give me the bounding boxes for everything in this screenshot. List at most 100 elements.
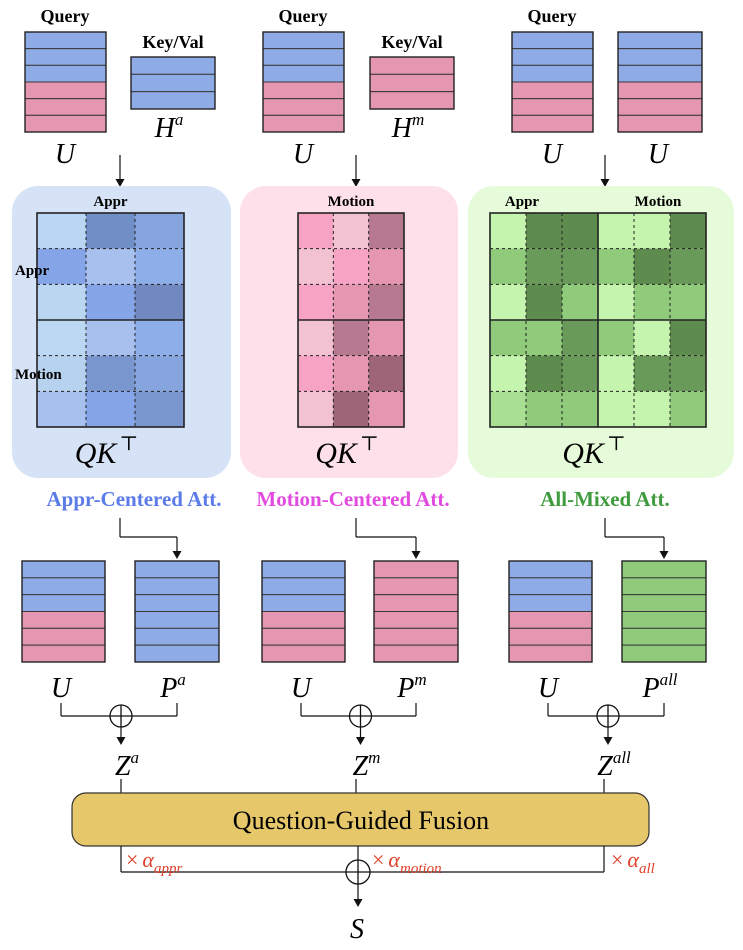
attention-cell — [526, 284, 562, 320]
attention-cell — [86, 391, 135, 427]
attention-cell — [598, 248, 634, 285]
u-label: U — [291, 673, 313, 704]
attention-cell — [333, 320, 369, 356]
u-matrix — [21, 560, 106, 663]
alpha-subscript: all — [639, 861, 655, 877]
attention-cell — [86, 284, 135, 320]
attention-cell — [562, 284, 598, 320]
query-matrix-row — [262, 114, 345, 133]
panel-title: All-Mixed Att. — [540, 487, 669, 511]
p-matrix-row — [373, 627, 459, 646]
query-matrix-row — [511, 81, 594, 100]
attention-matrix-all — [489, 212, 707, 428]
attention-cell — [333, 248, 369, 285]
panel-title: Appr-Centered Att. — [47, 487, 222, 511]
p-matrix-row — [134, 627, 220, 646]
transpose-sup: ⊤ — [607, 433, 626, 455]
query-matrix-row — [262, 48, 345, 66]
p-matrix-border — [373, 560, 459, 663]
key-val-matrix-border — [130, 56, 216, 110]
attention-cell — [368, 320, 404, 356]
h-label-sup: a — [175, 110, 184, 129]
attention-cell — [298, 391, 334, 427]
sum-arrow-head — [356, 737, 365, 745]
attention-cell — [368, 391, 404, 427]
query-matrix-row — [262, 31, 345, 50]
attention-cell — [333, 213, 369, 249]
attention-cell — [298, 213, 334, 249]
p-matrix — [373, 560, 459, 663]
p-label-sup: all — [660, 670, 678, 689]
attention-cell — [298, 284, 334, 320]
attention-cell — [634, 248, 670, 285]
output-label: S — [350, 914, 364, 945]
p-matrix-border — [134, 560, 220, 663]
key-val-matrix-row — [617, 81, 703, 100]
query-matrix-row — [262, 64, 345, 83]
transpose-sup: ⊤ — [360, 433, 379, 455]
z-label-base: Z — [353, 751, 369, 782]
u-matrix-row — [508, 594, 593, 613]
p-label-sup: m — [414, 670, 426, 689]
attention-cell — [37, 213, 86, 249]
key-val-matrix-row — [617, 48, 703, 66]
column-label: Motion — [328, 194, 375, 210]
p-label-base: P — [641, 673, 659, 704]
p-label: Pm — [396, 670, 426, 704]
attention-cell — [526, 213, 562, 249]
u-label: U — [538, 673, 560, 704]
u-matrix-border — [261, 560, 346, 663]
query-matrix — [511, 31, 594, 133]
alpha-weight: ×αall — [611, 847, 655, 877]
query-matrix-row — [511, 48, 594, 66]
attention-cell — [562, 248, 598, 285]
key-val-matrix-row — [617, 64, 703, 83]
attention-cell — [37, 391, 86, 427]
attention-cell — [490, 284, 526, 320]
top-arrow-0-head — [115, 179, 125, 187]
h-label: Ha — [154, 110, 184, 144]
attention-cell — [368, 213, 404, 249]
panel-title: Motion-Centered Att. — [256, 487, 449, 511]
attention-cell — [135, 248, 184, 285]
query-matrix-row — [24, 64, 107, 83]
attention-cell — [598, 213, 634, 249]
key-val-matrix-row — [617, 114, 703, 133]
attention-cell — [562, 320, 598, 356]
column-label: Motion — [635, 194, 682, 210]
attention-cell — [86, 248, 135, 285]
matrix-border — [489, 212, 707, 428]
times-sign: × — [611, 847, 623, 872]
weighted-sum-operator — [345, 859, 371, 885]
attention-cell — [37, 248, 86, 285]
qk-label: QK⊤ — [562, 433, 626, 470]
key-val-matrix-row — [369, 91, 455, 110]
attention-cell — [526, 391, 562, 427]
u-matrix-row — [261, 611, 346, 629]
key-val-matrix-border — [369, 56, 455, 110]
attention-cell — [86, 213, 135, 249]
key-val-matrix-row — [369, 56, 455, 75]
attention-cell — [634, 284, 670, 320]
attention-cell — [135, 391, 184, 427]
matrix-border — [297, 212, 405, 428]
u-label: U — [542, 139, 564, 170]
u-matrix — [508, 560, 593, 663]
attention-cell — [333, 391, 369, 427]
attention-cell — [670, 355, 706, 392]
elbow-arrow-head — [172, 551, 182, 559]
attention-cell — [526, 320, 562, 356]
u-matrix-row — [508, 611, 593, 629]
u-matrix-row — [508, 627, 593, 646]
times-sign: × — [126, 847, 138, 872]
key-val-matrix-row — [369, 73, 455, 93]
attention-cell — [135, 213, 184, 249]
query-matrix-border — [262, 31, 345, 133]
attention-cell — [135, 320, 184, 356]
output-arrow-head — [353, 899, 363, 907]
alpha-subscript: motion — [400, 861, 442, 877]
attention-cell — [670, 248, 706, 285]
key-val-matrix-row — [130, 91, 216, 110]
alpha-symbol: α — [388, 847, 400, 872]
